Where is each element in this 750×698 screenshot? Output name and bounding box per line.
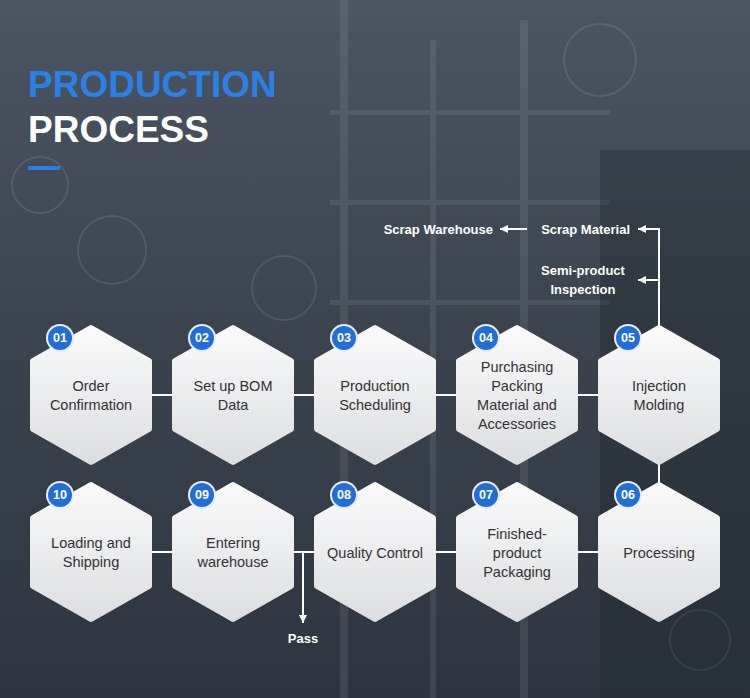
process-hexagon: 04Purchasing Packing Material and Access… <box>456 324 578 466</box>
step-number: 07 <box>474 483 498 507</box>
step-number: 02 <box>190 326 214 350</box>
hexagon-outline <box>30 324 152 466</box>
step-number: 03 <box>332 326 356 350</box>
process-hexagon: 07Finished-product Packaging <box>456 481 578 623</box>
process-hexagon: 08Quality Control <box>314 481 436 623</box>
inspection-arrow <box>638 279 659 281</box>
process-hexagon: 10Loading and Shipping <box>30 481 152 623</box>
step-number: 08 <box>332 483 356 507</box>
step-label: Entering warehouse <box>181 534 285 572</box>
flow-label: Scrap Material <box>541 220 630 239</box>
step-number: 05 <box>616 326 640 350</box>
step-number: 09 <box>190 483 214 507</box>
title-underline <box>28 166 60 170</box>
hexagon-fill <box>601 328 717 462</box>
hexagon-fill <box>317 328 433 462</box>
hexagon-fill <box>459 328 575 462</box>
hexagon-outline <box>456 324 578 466</box>
step-label: Processing <box>623 544 695 563</box>
step-label: Set up BOM Data <box>181 377 285 415</box>
hexagon-fill <box>317 485 433 619</box>
step-label: Production Scheduling <box>323 377 427 415</box>
flow-connector <box>658 463 660 484</box>
hexagon-outline <box>172 324 294 466</box>
step-number: 04 <box>474 326 498 350</box>
step-label: Purchasing Packing Material and Accessor… <box>465 358 569 434</box>
flow-connector <box>436 394 456 396</box>
flow-label: Scrap Warehouse <box>384 220 493 239</box>
step-label: Loading and Shipping <box>39 534 143 572</box>
hexagon-outline <box>172 481 294 623</box>
hexagon-outline <box>314 324 436 466</box>
faint-icons <box>12 24 730 670</box>
hexagon-fill <box>601 485 717 619</box>
hexagon-fill <box>175 485 291 619</box>
flow-connector <box>152 394 172 396</box>
step-label: Quality Control <box>327 544 423 563</box>
flow-label: Semi-product Inspection <box>531 261 635 299</box>
flow-connector <box>436 551 456 553</box>
flow-connector <box>294 551 314 553</box>
flow-connector <box>578 394 598 396</box>
flow-connector <box>152 551 172 553</box>
process-hexagon: 05Injection Molding <box>598 324 720 466</box>
hexagon-fill <box>33 485 149 619</box>
hexagon-fill <box>175 328 291 462</box>
flow-label: Pass <box>288 629 318 648</box>
process-hexagon: 02Set up BOM Data <box>172 324 294 466</box>
step-label: Injection Molding <box>607 377 711 415</box>
step-number: 06 <box>616 483 640 507</box>
hexagon-outline <box>598 324 720 466</box>
hexagon-fill <box>33 328 149 462</box>
hexagon-fill <box>459 485 575 619</box>
scrap-arrow <box>500 228 527 230</box>
step-number: 10 <box>48 483 72 507</box>
process-hexagon: 06Processing <box>598 481 720 623</box>
flow-connector <box>578 551 598 553</box>
step-label: Order Confirmation <box>39 377 143 415</box>
inspection-branch <box>638 229 659 327</box>
hexagon-outline <box>30 481 152 623</box>
flow-connector <box>294 394 314 396</box>
process-hexagon: 01Order Confirmation <box>30 324 152 466</box>
pass-arrow <box>302 552 304 623</box>
step-number: 01 <box>48 326 72 350</box>
diagram-title: PRODUCTION PROCESS <box>28 62 328 152</box>
process-hexagon: 03Production Scheduling <box>314 324 436 466</box>
process-hexagon: 09Entering warehouse <box>172 481 294 623</box>
step-label: Finished-product Packaging <box>465 525 569 582</box>
